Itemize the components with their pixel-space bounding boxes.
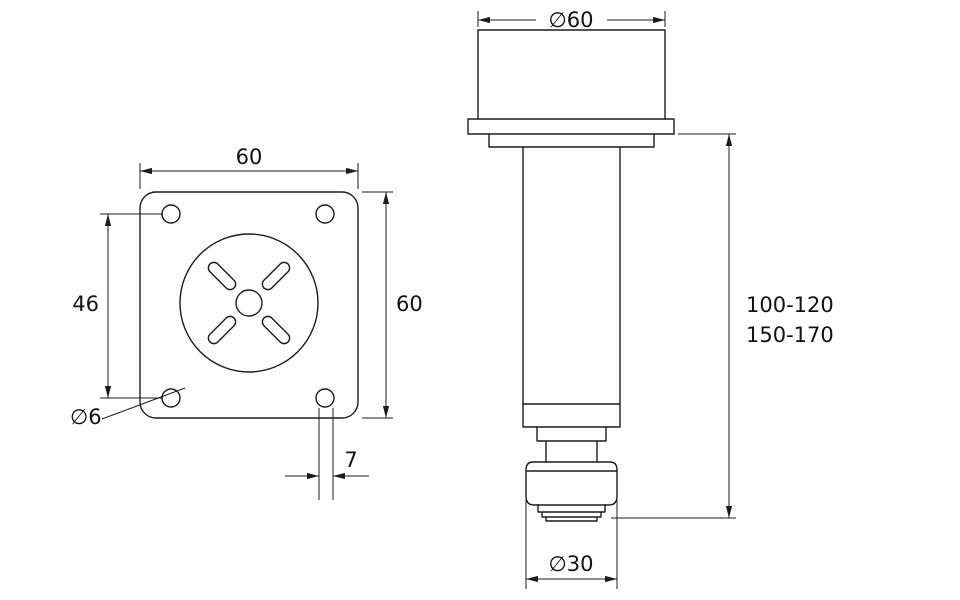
ext-lines-plate-height — [362, 191, 393, 419]
foot-barrel-outline — [525, 461, 618, 506]
slot-top-right — [261, 261, 291, 291]
slot-bottom-right — [261, 315, 291, 345]
neck-step-outline — [488, 133, 655, 148]
corner-hole-top-right — [315, 204, 335, 224]
adjuster-steps-outline — [536, 426, 607, 463]
top-cylinder-outline — [477, 29, 666, 120]
dim-label-height-range-a: 100-120 — [746, 293, 834, 317]
corner-hole-bottom-right — [315, 388, 335, 408]
slot-top-left — [207, 261, 237, 291]
flange-outline — [467, 118, 675, 135]
side-view — [467, 29, 675, 522]
dim-label-hole-spacing: 46 — [72, 292, 99, 316]
center-hole — [235, 289, 263, 317]
mounting-plate-outline — [139, 191, 359, 419]
ext-lines-hole-spacing — [100, 213, 163, 399]
front-view — [139, 191, 359, 419]
dim-label-foot-diameter: ∅30 — [548, 552, 593, 576]
foot-pad-stack — [537, 504, 606, 522]
dim-label-plate-width: 60 — [236, 145, 263, 169]
ext-lines-height-range — [611, 133, 736, 519]
shaft-outline — [522, 146, 621, 428]
dim-label-height-range-b: 150-170 — [746, 323, 834, 347]
ext-lines-hole-offset — [318, 408, 334, 500]
dim-label-top-diameter: ∅60 — [548, 8, 593, 32]
corner-hole-bottom-left — [161, 388, 181, 408]
corner-hole-top-left — [161, 204, 181, 224]
ext-lines-foot-diameter — [525, 500, 618, 589]
front-view-dimensions: 60 60 46 ∅6 7 — [70, 145, 423, 500]
dim-label-hole-diameter: ∅6 — [70, 405, 102, 429]
side-view-dimensions: ∅60 100-120 150-170 ∅30 — [477, 8, 834, 589]
leader-line-hole-diameter — [101, 387, 186, 420]
slot-bottom-left — [207, 315, 237, 345]
center-boss-circle — [179, 233, 319, 373]
dim-label-hole-offset: 7 — [344, 448, 357, 472]
ext-lines-plate-width — [139, 163, 359, 189]
dim-label-plate-height: 60 — [396, 292, 423, 316]
